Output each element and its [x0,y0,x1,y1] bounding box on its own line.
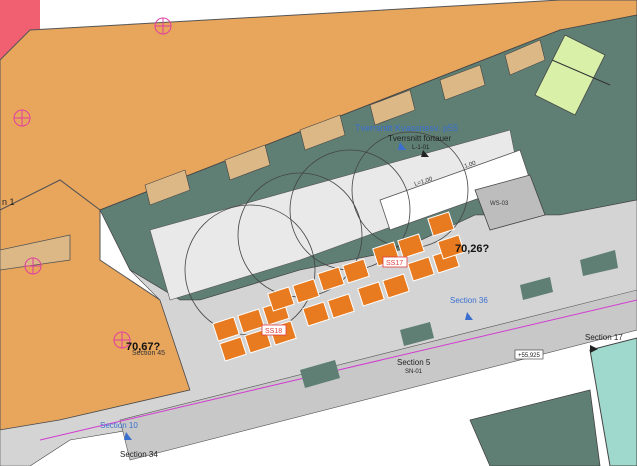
ss18-tag-box [261,324,287,336]
building-left-annex [0,234,71,271]
pool [589,337,637,466]
road-tag-box [514,349,544,360]
property-line [39,299,637,441]
elevation-right[interactable]: 70,26? [455,243,490,255]
tan-strip [144,39,546,206]
green-patch [534,34,606,116]
tversnitt-scale-label: L-1-01 [412,145,430,151]
dark-block [474,174,546,231]
road-tag: +55,925 [518,353,541,359]
section-10-arrow[interactable] [124,432,132,440]
section-36-arrow[interactable] [465,312,473,320]
block-tag: WS-03 [490,201,509,207]
tversnitt-kvassnesv-label[interactable]: Tverrsnitt Kvassnesv. p55 [355,123,458,133]
section-5-sub: SN-01 [405,369,423,375]
elevation-left[interactable]: 70,67? [126,341,161,353]
section-arrow-kvassnesv[interactable] [398,142,406,150]
section-17-arrow[interactable] [590,345,598,353]
green-strip-bottom [469,389,601,466]
section-10-label[interactable]: Section 10 [100,421,138,430]
section-45-label[interactable]: Section 45 [132,350,165,357]
ss17-tag-box [382,256,408,268]
fence-line [551,59,611,86]
dim-label-2: 1,00 [464,160,478,170]
section-arrow-fortauer[interactable] [421,150,429,157]
section-36-label[interactable]: Section 36 [450,296,488,305]
dim-label-1: L=1,00 [414,176,434,188]
tversnitt-fortauer-label[interactable]: Tverrsnitt fortauer [388,134,451,143]
section-1-label[interactable]: n 1 [2,197,15,207]
road-band [119,289,637,461]
section-5-label[interactable]: Section 5 [397,358,431,367]
solar-panels [212,211,465,362]
section-34-label[interactable]: Section 34 [120,450,158,459]
ss17-tag[interactable]: SS17 [386,260,403,267]
section-17-label[interactable]: Section 17 [585,333,623,342]
crosshair-markers [13,17,172,349]
street-tiles [300,250,618,388]
ss18-tag[interactable]: SS18 [265,328,282,335]
